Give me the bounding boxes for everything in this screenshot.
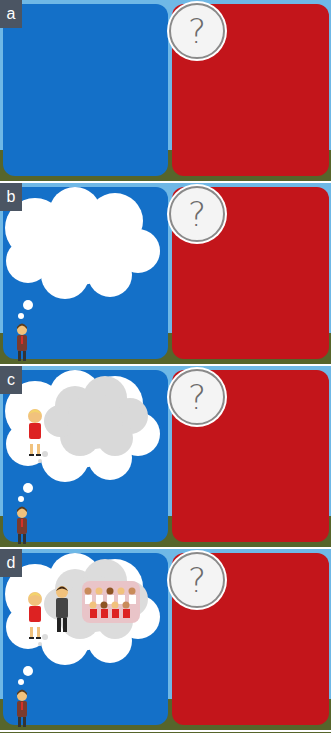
question-mark: ? — [188, 14, 206, 48]
panel-letter: c — [0, 366, 22, 394]
question-circle: ? — [169, 369, 225, 425]
panel-letter: d — [0, 549, 22, 577]
panel-label: a — [7, 6, 16, 22]
panel-label: b — [7, 189, 16, 205]
panel-letter: b — [0, 183, 22, 211]
panel-letter: a — [0, 0, 22, 28]
question-circle: ? — [169, 186, 225, 242]
panel-label: d — [7, 555, 16, 571]
question-circle: ? — [169, 3, 225, 59]
question-mark: ? — [188, 197, 206, 231]
question-mark: ? — [188, 380, 206, 414]
question-mark: ? — [188, 563, 206, 597]
panel-label: c — [7, 372, 15, 388]
question-circle: ? — [169, 552, 225, 608]
